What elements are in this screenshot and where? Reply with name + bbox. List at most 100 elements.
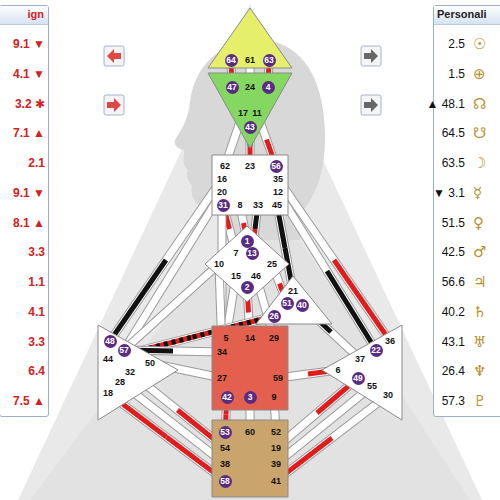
- gate-number: 3: [244, 391, 257, 404]
- design-value: 7.1 ▲: [13, 125, 45, 141]
- gate-number: 24: [245, 82, 255, 93]
- channel-body: [124, 192, 222, 350]
- gate-number: 64: [225, 54, 238, 67]
- gate-number: 56: [270, 160, 283, 173]
- design-value: 4.1 ▼: [13, 66, 45, 82]
- center-shape: [208, 73, 292, 148]
- gate-number: 62: [220, 161, 230, 172]
- channel-outline: [276, 386, 372, 464]
- spleen-center: 48574450322818: [96, 323, 180, 422]
- design-value: 3.2 ✱: [15, 96, 45, 112]
- gate-number: 16: [217, 174, 227, 185]
- ajna-center: 47 24 4 17 11 43: [206, 71, 296, 151]
- gate-number: 17: [238, 108, 248, 119]
- gate-number: 5: [223, 333, 228, 344]
- gate-number: 40: [296, 299, 309, 312]
- gate-number: 11: [252, 108, 262, 119]
- gate-number: 23: [245, 161, 255, 172]
- column-header: ign: [28, 6, 45, 22]
- gate-number: 1: [241, 235, 254, 248]
- gate-number: 22: [370, 344, 383, 357]
- gate-number: 13: [246, 247, 259, 260]
- design-value: 4.1: [28, 304, 45, 320]
- gate-number: 42: [221, 391, 234, 404]
- gate-number: 19: [271, 443, 281, 454]
- gate-number: 30: [383, 390, 393, 401]
- gate-number: 10: [214, 259, 224, 270]
- gate-number: 27: [217, 373, 227, 384]
- design-value: 3.3: [28, 244, 45, 260]
- nav-button: [104, 95, 124, 115]
- nav-button: [361, 46, 381, 66]
- gate-number: 7: [233, 248, 238, 259]
- gate-number: 47: [226, 81, 239, 94]
- personality-value: 63.5: [442, 155, 465, 171]
- gate-number: 25: [267, 259, 277, 270]
- personality-value: 40.2: [442, 304, 465, 320]
- channel: [124, 192, 222, 350]
- gate-number: 58: [219, 475, 232, 488]
- planet-glyph: ♆: [473, 363, 486, 379]
- channel-body: [276, 395, 388, 481]
- personality-value: ▼ 3.1: [433, 185, 465, 201]
- center-shape: [208, 8, 292, 68]
- gate-number: 38: [220, 459, 230, 470]
- gate-number: 28: [115, 377, 125, 388]
- personality-value: 1.5: [448, 66, 465, 82]
- heart-center: 21512640: [254, 274, 334, 326]
- channel: [108, 393, 225, 481]
- planet-glyph: ♅: [473, 334, 486, 350]
- gate-number: 26: [268, 310, 281, 323]
- gate-number: 50: [145, 358, 155, 369]
- personality-value: 2.5: [448, 36, 465, 52]
- design-value: 7.5 ▲: [13, 393, 45, 409]
- sacral-center: 514293427594239: [212, 326, 288, 410]
- personality-value: 57.3: [442, 393, 465, 409]
- planet-glyph: ♄: [473, 304, 486, 320]
- gate-number: 43: [244, 121, 257, 134]
- design-value: 6.4: [28, 363, 45, 379]
- root-center: 536052541938395841: [212, 420, 288, 497]
- gate-number: 33: [253, 200, 263, 211]
- center-outline: [254, 274, 334, 326]
- design-value: 9.1 ▼: [13, 185, 45, 201]
- planet-glyph: ☿: [473, 185, 482, 201]
- gate-number: 8: [237, 200, 242, 211]
- gate-number: 31: [217, 199, 230, 212]
- planet-glyph: ☊: [473, 96, 486, 112]
- channel-body: [276, 386, 372, 464]
- gate-number: 9: [271, 392, 276, 403]
- personality-value: 42.5: [442, 244, 465, 260]
- g-center: 17 13 10 25 15 462: [203, 224, 291, 304]
- gate-number: 35: [273, 174, 283, 185]
- design-value: 8.1 ▲: [13, 215, 45, 231]
- body-silhouette: [18, 4, 482, 500]
- planet-glyph: ♃: [473, 274, 486, 290]
- center-shape: [212, 155, 288, 215]
- gate-number: 60: [245, 427, 255, 438]
- gate-number: 46: [251, 271, 261, 282]
- channel: [276, 386, 372, 464]
- personality-value: 56.6: [442, 274, 465, 290]
- gate-number: 2: [241, 281, 254, 294]
- gate-number: 15: [231, 271, 241, 282]
- planet-glyph: ☽: [473, 155, 486, 171]
- personality-panel: [433, 5, 500, 417]
- personality-value: 43.1: [442, 334, 465, 350]
- channel-activation: [334, 260, 390, 341]
- gate-number: 45: [272, 200, 282, 211]
- channel-outline: [278, 192, 376, 350]
- center-shape: [256, 276, 332, 324]
- gate-number: 44: [103, 354, 113, 365]
- gate-number: 41: [271, 476, 281, 487]
- gate-number: 37: [355, 354, 365, 365]
- personality-value: 51.5: [442, 215, 465, 231]
- gate-number: 4: [262, 81, 275, 94]
- solar-plexus-center: 3622376495530: [320, 323, 404, 422]
- channel: [278, 192, 376, 350]
- gate-number: 48: [104, 335, 117, 348]
- gate-number: 53: [219, 426, 232, 439]
- planet-glyph: ♇: [473, 393, 486, 409]
- column-header: Personali: [437, 6, 487, 22]
